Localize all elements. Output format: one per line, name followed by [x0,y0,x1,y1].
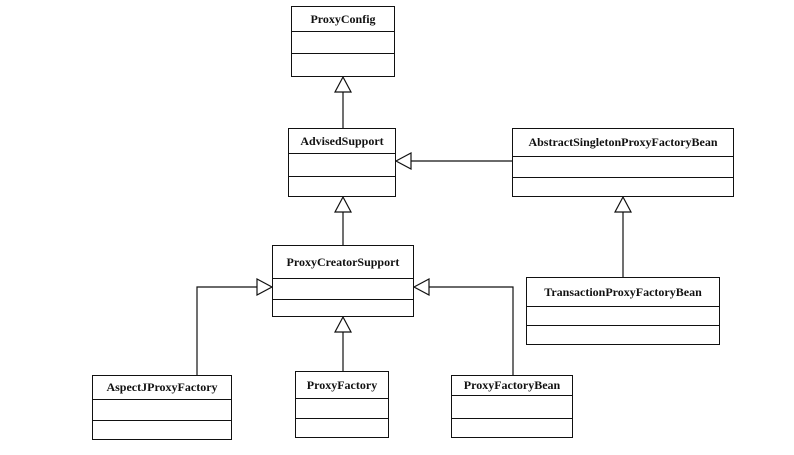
attributes-section [527,307,719,326]
class-aspectj-proxy-factory: AspectJProxyFactory [92,375,232,440]
methods-section [289,177,395,196]
class-name: TransactionProxyFactoryBean [527,278,719,307]
class-name: ProxyFactoryBean [452,376,572,396]
class-name: ProxyCreatorSupport [273,246,413,279]
attributes-section [296,399,388,419]
class-proxy-factory: ProxyFactory [295,371,389,438]
methods-section [452,419,572,437]
class-name: ProxyConfig [292,7,394,32]
inheritance-arrow-creator-left [256,278,274,296]
attributes-section [513,157,733,178]
connector-aspectj-to-creator [196,286,257,375]
attributes-section [452,396,572,419]
connector-factorybean-to-creator [429,286,514,375]
methods-section [292,54,394,76]
class-transaction-proxy-factory-bean: TransactionProxyFactoryBean [526,277,720,345]
inheritance-arrow-abstract-bottom [614,195,632,213]
class-name: ProxyFactory [296,372,388,399]
methods-section [527,326,719,344]
attributes-section [273,279,413,300]
inheritance-arrow-creator-bottom [334,315,352,333]
class-proxy-config: ProxyConfig [291,6,395,77]
class-name: AbstractSingletonProxyFactoryBean [513,129,733,157]
class-name: AdvisedSupport [289,129,395,154]
inheritance-arrow-advised-right [394,152,412,170]
methods-section [296,419,388,437]
methods-section [513,178,733,196]
attributes-section [292,32,394,54]
attributes-section [289,154,395,177]
methods-section [273,300,413,316]
inheritance-arrow-advised-bottom [334,195,352,213]
class-proxy-factory-bean: ProxyFactoryBean [451,375,573,438]
class-name: AspectJProxyFactory [93,376,231,400]
methods-section [93,421,231,439]
class-advised-support: AdvisedSupport [288,128,396,197]
class-abstract-singleton-proxy-factory-bean: AbstractSingletonProxyFactoryBean [512,128,734,197]
inheritance-arrow-proxy-config [334,75,352,93]
inheritance-arrow-creator-right [412,278,430,296]
attributes-section [93,400,231,421]
class-proxy-creator-support: ProxyCreatorSupport [272,245,414,317]
